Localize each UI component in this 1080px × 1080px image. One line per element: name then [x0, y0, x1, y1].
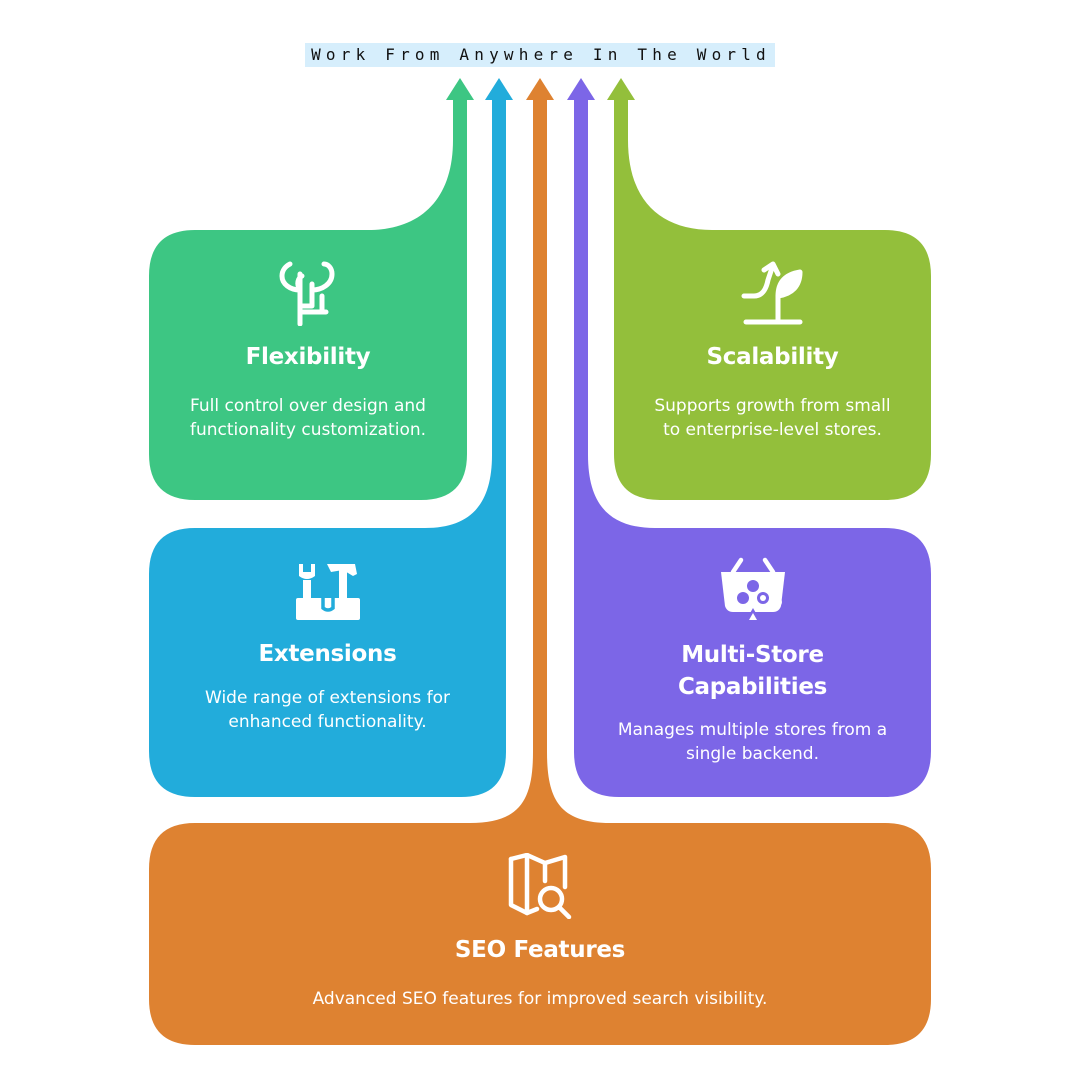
tree-icon — [279, 261, 335, 326]
scalability-card-shape — [614, 100, 931, 500]
scalability-heading: Scalability — [706, 344, 839, 370]
seo-heading: SEO Features — [454, 937, 626, 963]
card-extensions: Extensions Wide range of extensions for … — [149, 528, 506, 797]
map-search-icon — [508, 853, 572, 919]
flexibility-heading: Flexibility — [245, 344, 371, 370]
lime-arrowhead — [607, 78, 635, 100]
flexibility-card-shape — [149, 100, 467, 500]
purple-arrowhead — [567, 78, 595, 100]
seo-card-shape — [149, 100, 931, 1045]
card-scalability: Scalability Supports growth from small t… — [614, 230, 931, 500]
orange-arrowhead — [526, 78, 554, 100]
multistore-card-shape — [574, 100, 931, 797]
sprout-growth-icon — [741, 261, 802, 325]
green-arrowhead — [446, 78, 474, 100]
basket-icon — [720, 557, 785, 622]
card-seo: SEO Features Advanced SEO features for i… — [149, 823, 931, 1045]
multistore-heading: Multi-Store Capabilities — [677, 642, 828, 700]
card-flexibility: Flexibility Full control over design and… — [149, 230, 467, 500]
extensions-card-shape — [149, 100, 506, 797]
title-container: Work From Anywhere In The World — [0, 43, 1080, 67]
seo-description: Advanced SEO features for improved searc… — [312, 989, 768, 1009]
page-title: Work From Anywhere In The World — [305, 43, 775, 67]
extensions-description: Wide range of extensions for enhanced fu… — [205, 688, 450, 732]
extensions-heading: Extensions — [258, 641, 397, 667]
card-multistore: Multi-Store Capabilities Manages multipl… — [574, 528, 931, 797]
flexibility-description: Full control over design and functionali… — [189, 396, 427, 440]
blue-arrowhead — [485, 78, 513, 100]
scalability-description: Supports growth from small to enterprise… — [654, 396, 891, 440]
multistore-description: Manages multiple stores from a single ba… — [617, 720, 888, 764]
toolbox-icon — [295, 564, 360, 620]
